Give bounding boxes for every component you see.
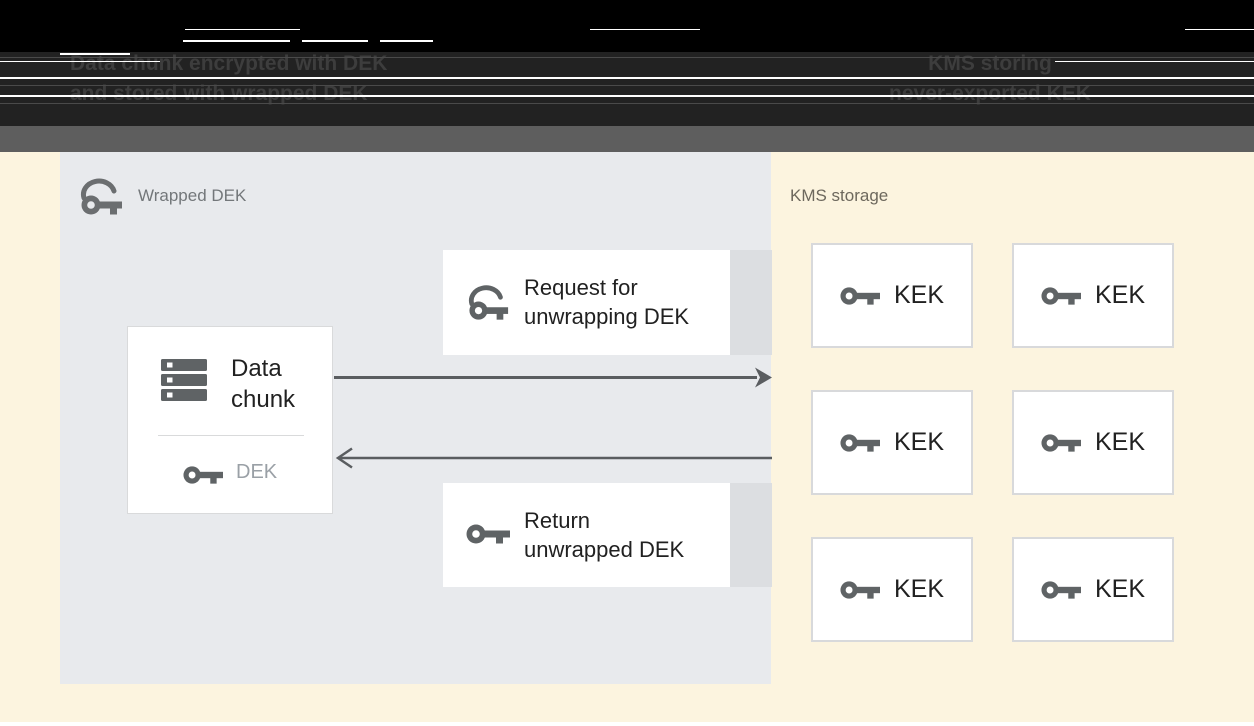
glitch-line <box>0 57 1254 58</box>
caption-left: Data chunk encrypted with DEK and stored… <box>70 49 387 109</box>
kek-box: KEK <box>811 243 973 348</box>
kms-storage-label: KMS storage <box>790 186 889 205</box>
return-unwrapped-box: Return unwrapped DEK <box>443 483 730 587</box>
key-icon <box>183 466 223 484</box>
kek-label: KEK <box>1094 575 1146 603</box>
kek-box: KEK <box>811 537 973 642</box>
request-line2: unwrapping DEK <box>524 304 690 329</box>
return-unwrapped-label: Return unwrapped DEK <box>524 506 684 564</box>
glitch-line <box>590 29 700 30</box>
key-icon <box>1041 580 1081 599</box>
return-line1: Return <box>524 508 591 533</box>
glitch-line <box>380 40 433 42</box>
caption-right: KMS storing never-exported KEK <box>860 49 1120 109</box>
kek-label: KEK <box>893 428 945 456</box>
kek-box: KEK <box>811 390 973 495</box>
divider <box>158 435 304 436</box>
key-icon <box>466 524 510 544</box>
kek-label: KEK <box>1094 281 1146 309</box>
kek-label: KEK <box>893 281 945 309</box>
glitch-line <box>0 61 160 62</box>
caption-right-line2: never-exported KEK <box>889 82 1091 105</box>
glitch-line <box>183 40 290 42</box>
dek-label: DEK <box>236 461 278 483</box>
request-unwrap-box: Request for unwrapping DEK <box>443 250 730 355</box>
glitch-line <box>0 103 1254 104</box>
return-line2: unwrapped DEK <box>524 537 685 562</box>
kek-label: KEK <box>893 575 945 603</box>
caption-bar-lower <box>0 52 1254 126</box>
glitch-line <box>1055 61 1254 62</box>
glitch-line <box>302 40 368 42</box>
kek-box: KEK <box>1012 537 1174 642</box>
glitch-line <box>0 77 1254 79</box>
kek-grid: KEK KEK KEK <box>811 243 1174 642</box>
key-icon <box>840 433 880 452</box>
data-chunk-icon <box>161 359 207 401</box>
wrapped-key-icon <box>468 285 509 320</box>
caption-right-line1: KMS storing <box>928 52 1052 75</box>
data-chunk-box: Data chunk DEK <box>127 326 333 514</box>
wrapped-key-icon <box>80 178 122 215</box>
request-line1: Request for <box>524 275 638 300</box>
data-chunk-line1: Data <box>231 355 282 382</box>
return-box-strip <box>730 483 772 587</box>
key-icon <box>1041 433 1081 452</box>
data-chunk-label: Data chunk <box>231 353 295 415</box>
wrapped-dek-header: Wrapped DEK <box>80 176 246 216</box>
glitch-line <box>60 53 130 55</box>
key-icon <box>1041 286 1081 305</box>
key-icon <box>840 580 880 599</box>
wrapped-dek-label: Wrapped DEK <box>138 186 247 205</box>
divider-bar <box>0 126 1254 152</box>
request-unwrap-label: Request for unwrapping DEK <box>524 273 689 331</box>
data-chunk-line2: chunk <box>231 386 296 413</box>
kek-label: KEK <box>1094 428 1146 456</box>
glitch-line <box>1185 29 1254 30</box>
kek-box: KEK <box>1012 243 1174 348</box>
glitch-line <box>0 95 1254 97</box>
glitch-line <box>0 85 1254 86</box>
key-icon <box>840 286 880 305</box>
request-box-strip <box>730 250 772 355</box>
kek-box: KEK <box>1012 390 1174 495</box>
glitch-line <box>185 29 300 30</box>
caption-bar: Data chunk encrypted with DEK and stored… <box>0 0 1254 126</box>
caption-left-line2: and stored with wrapped DEK <box>70 82 368 105</box>
